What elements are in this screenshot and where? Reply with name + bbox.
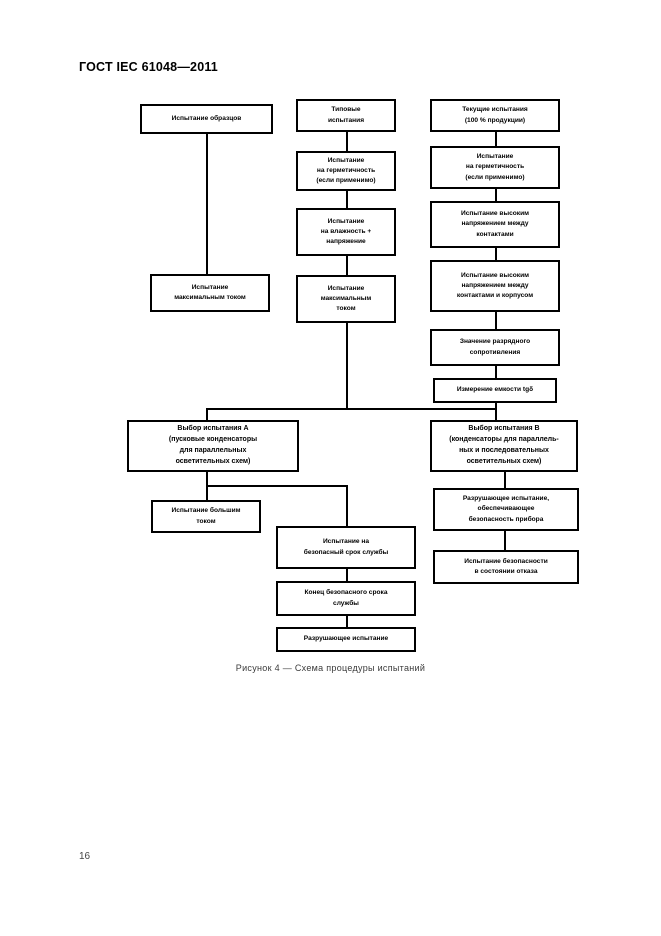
edge-n12-bus xyxy=(495,402,498,410)
figure-caption: Рисунок 4 — Схема процедуры испытаний xyxy=(235,663,426,673)
document-header: ГОСТ IEC 61048—2011 xyxy=(79,60,218,74)
edge-n9-n11 xyxy=(495,312,498,329)
edge-n1-n10 xyxy=(206,133,209,274)
edge-n7-n9 xyxy=(495,248,498,260)
selection-bus-line xyxy=(206,408,497,411)
edge-n6-n8 xyxy=(346,255,349,275)
edge-bus-n13 xyxy=(206,408,209,420)
edge-n11-n12 xyxy=(495,365,498,378)
edge-n13-n17 xyxy=(346,485,349,526)
node-routine-tests[interactable]: Текущие испытания(100 % продукции) xyxy=(430,99,560,132)
edge-n4-n6 xyxy=(346,190,349,208)
edge-bus-n14 xyxy=(495,408,498,420)
edge-n14-n16 xyxy=(504,472,507,488)
edge-n3-n5 xyxy=(495,131,498,146)
edge-n16-n18 xyxy=(504,531,507,550)
node-sample-test[interactable]: Испытание образцов xyxy=(140,104,273,134)
node-destructive-test[interactable]: Разрушающее испытание xyxy=(276,627,416,652)
node-capacitance-tg-delta[interactable]: Измерение емкости tgδ xyxy=(433,378,557,403)
edge-n5-n7 xyxy=(495,188,498,201)
edge-n13-branch-line xyxy=(206,485,348,488)
node-test-selection-b[interactable]: Выбор испытания В(конденсаторы для парал… xyxy=(430,420,578,472)
page-number: 16 xyxy=(79,851,91,862)
edge-n17-n19 xyxy=(346,569,349,581)
edge-n8-bus xyxy=(346,322,349,408)
edge-n19-n20 xyxy=(346,616,349,627)
edge-n2-n4 xyxy=(346,131,349,151)
